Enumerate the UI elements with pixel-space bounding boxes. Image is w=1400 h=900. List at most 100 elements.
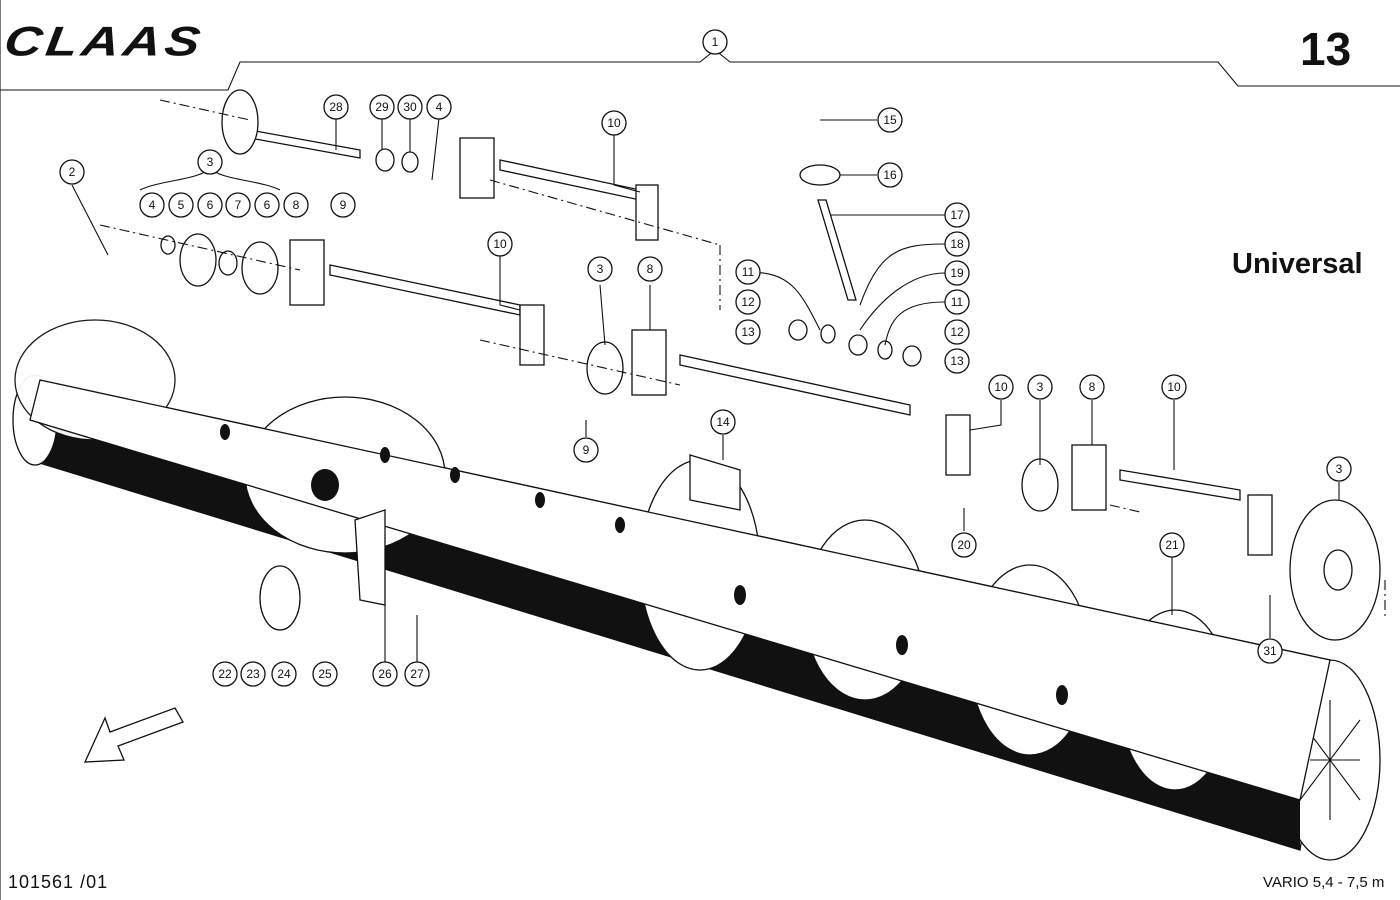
callout-number: 4 bbox=[149, 198, 156, 212]
callout-number: 15 bbox=[883, 113, 897, 127]
callout-circle bbox=[735, 289, 761, 315]
callout-10: 10 bbox=[988, 374, 1014, 400]
callout-number: 10 bbox=[1167, 380, 1181, 394]
callout-number: 3 bbox=[1037, 380, 1044, 394]
callout-9: 9 bbox=[573, 437, 599, 463]
callout-number: 3 bbox=[597, 262, 604, 276]
callout-13: 13 bbox=[735, 319, 761, 345]
callout-number: 8 bbox=[293, 198, 300, 212]
callout-circle bbox=[426, 94, 452, 120]
callout-28: 28 bbox=[323, 94, 349, 120]
callout-circle bbox=[487, 231, 513, 257]
callout-number: 13 bbox=[950, 354, 964, 368]
callout-number: 25 bbox=[318, 667, 332, 681]
callout-circle bbox=[951, 532, 977, 558]
callout-15: 15 bbox=[877, 107, 903, 133]
callout-21: 21 bbox=[1159, 532, 1185, 558]
callout-circle bbox=[404, 661, 430, 687]
callout-number: 11 bbox=[951, 295, 964, 309]
callout-22: 22 bbox=[212, 661, 238, 687]
callout-1: 1 bbox=[702, 29, 728, 55]
callout-30: 30 bbox=[397, 94, 423, 120]
callout-circle bbox=[369, 94, 395, 120]
callout-number: 29 bbox=[375, 100, 389, 114]
callout-circle bbox=[372, 661, 398, 687]
callout-19: 19 bbox=[944, 260, 970, 286]
callout-circle bbox=[573, 437, 599, 463]
small-parts bbox=[160, 148, 922, 631]
callout-number: 31 bbox=[1263, 644, 1277, 658]
callout-11: 11 bbox=[735, 259, 761, 285]
callout-circle bbox=[988, 374, 1014, 400]
callout-24: 24 bbox=[271, 661, 297, 687]
callout-12: 12 bbox=[735, 289, 761, 315]
callout-10: 10 bbox=[1161, 374, 1187, 400]
callout-number: 8 bbox=[647, 262, 654, 276]
callout-number: 22 bbox=[218, 667, 232, 681]
callout-circle bbox=[1161, 374, 1187, 400]
callout-circle bbox=[1326, 456, 1352, 482]
callout-number: 9 bbox=[340, 198, 347, 212]
callout-number: 10 bbox=[607, 116, 621, 130]
callout-number: 12 bbox=[950, 325, 964, 339]
callout-circle bbox=[168, 192, 194, 218]
drive-shafts bbox=[249, 129, 1241, 501]
callout-circle bbox=[312, 661, 338, 687]
callout-4: 4 bbox=[139, 192, 165, 218]
callout-2: 2 bbox=[59, 159, 85, 185]
callout-20: 20 bbox=[951, 532, 977, 558]
callout-circle bbox=[601, 110, 627, 136]
callout-circle bbox=[944, 202, 970, 228]
callout-4: 4 bbox=[426, 94, 452, 120]
callout-circle bbox=[197, 149, 223, 175]
callout-circle bbox=[877, 162, 903, 188]
callout-10: 10 bbox=[601, 110, 627, 136]
callout-number: 19 bbox=[950, 266, 964, 280]
callout-circle bbox=[702, 29, 728, 55]
callout-5: 5 bbox=[168, 192, 194, 218]
callout-number: 30 bbox=[403, 100, 417, 114]
callout-number: 24 bbox=[277, 667, 291, 681]
callout-circle bbox=[944, 231, 970, 257]
callout-circle bbox=[283, 192, 309, 218]
callout-25: 25 bbox=[312, 661, 338, 687]
callout-circle bbox=[1027, 374, 1053, 400]
callout-circle bbox=[944, 260, 970, 286]
callout-circle bbox=[944, 289, 970, 315]
arrow-down-left-icon bbox=[83, 707, 184, 763]
callout-23: 23 bbox=[240, 661, 266, 687]
callout-number: 6 bbox=[264, 198, 271, 212]
callout-circle bbox=[710, 409, 736, 435]
callout-circle bbox=[330, 192, 356, 218]
callout-number: 28 bbox=[329, 100, 343, 114]
callout-number: 10 bbox=[994, 380, 1008, 394]
callout-circle bbox=[1079, 374, 1105, 400]
callout-number: 14 bbox=[716, 415, 730, 429]
callout-number: 10 bbox=[493, 237, 507, 251]
callout-number: 21 bbox=[1165, 538, 1179, 552]
callout-number: 1 bbox=[712, 35, 719, 49]
callout-circle bbox=[735, 319, 761, 345]
callout-circle bbox=[637, 256, 663, 282]
callout-circle bbox=[240, 661, 266, 687]
callout-9: 9 bbox=[330, 192, 356, 218]
callout-number: 26 bbox=[378, 667, 392, 681]
callout-12: 12 bbox=[944, 319, 970, 345]
center-lines bbox=[99, 99, 1386, 620]
callout-11: 11 bbox=[944, 289, 970, 315]
callout-circle bbox=[944, 348, 970, 374]
callout-circle bbox=[587, 256, 613, 282]
callout-number: 23 bbox=[246, 667, 260, 681]
auger-tube-overlay bbox=[29, 379, 1331, 801]
callout-3: 3 bbox=[197, 149, 223, 175]
model-range: VARIO 5,4 - 7,5 m bbox=[1263, 874, 1385, 891]
callout-number: 3 bbox=[207, 155, 214, 169]
callout-10: 10 bbox=[487, 231, 513, 257]
callout-circle bbox=[944, 319, 970, 345]
callout-18: 18 bbox=[944, 231, 970, 257]
callout-number: 6 bbox=[207, 198, 214, 212]
callout-26: 26 bbox=[372, 661, 398, 687]
callout-number: 7 bbox=[235, 198, 242, 212]
callout-number: 12 bbox=[741, 295, 755, 309]
callout-number: 17 bbox=[950, 208, 964, 222]
